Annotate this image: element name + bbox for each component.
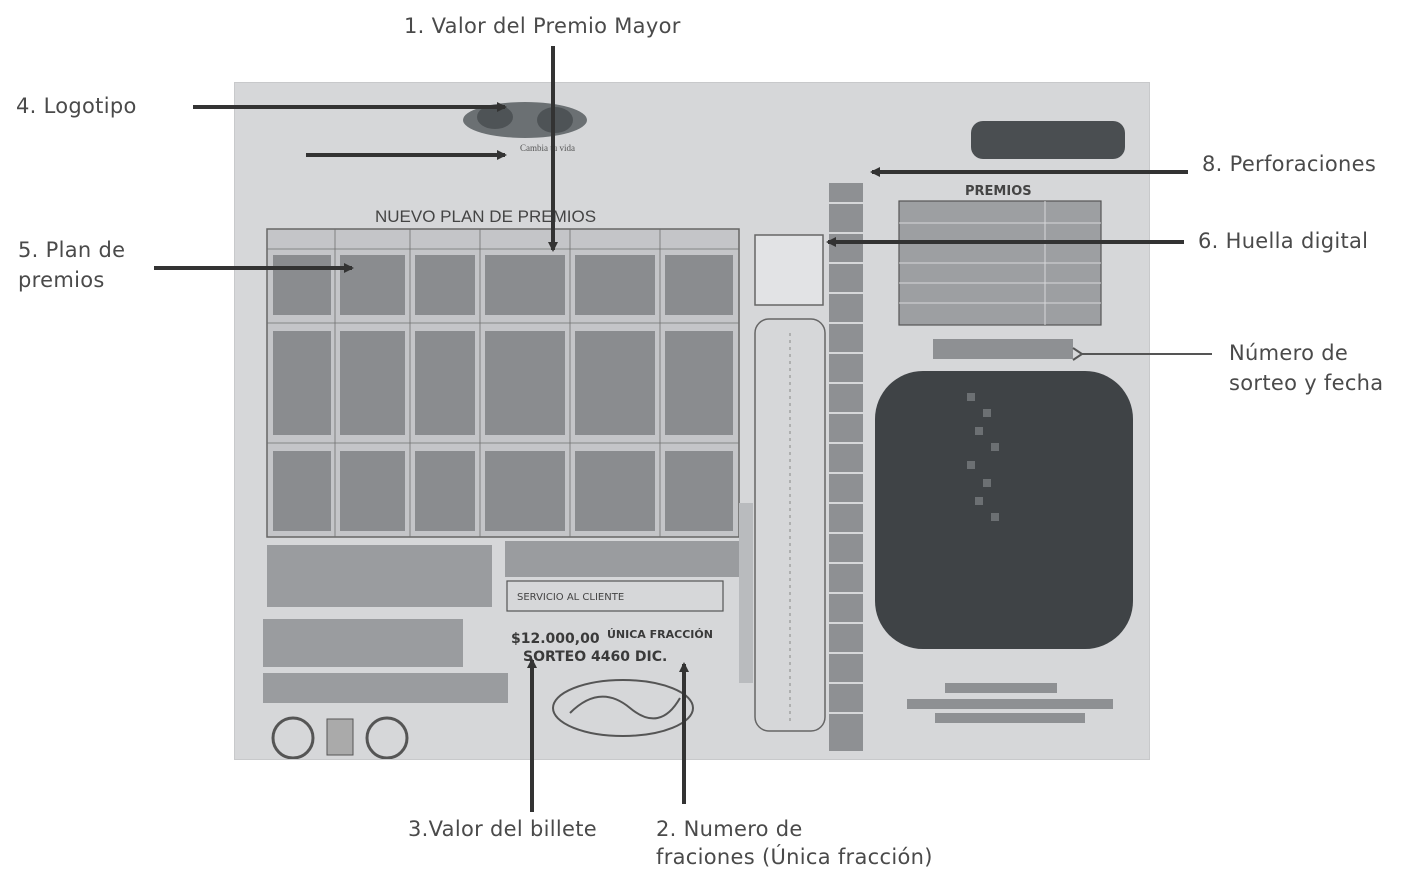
seal-icon xyxy=(271,716,315,760)
label-huella: 6. Huella digital xyxy=(1198,229,1369,253)
plan-title: NUEVO PLAN DE PREMIOS xyxy=(375,207,596,226)
ticket-sorteo: SORTEO 4460 DIC. xyxy=(523,649,667,665)
dark-panel xyxy=(875,371,1133,649)
label-sorteo-line2: sorteo y fecha xyxy=(1229,371,1384,395)
label-sorteo-line1: Número de xyxy=(1229,341,1349,365)
lottery-ticket-image: Cambia tu vida NUEVO PLAN DE PREMIOS xyxy=(234,82,1150,760)
label-perforaciones: 8. Perforaciones xyxy=(1202,152,1377,176)
label-plan-line1: 5. Plan de xyxy=(18,238,126,262)
label-premio-mayor: 1. Valor del Premio Mayor xyxy=(404,14,681,38)
premios-title: PREMIOS xyxy=(965,184,1032,199)
label-valor-billete: 3.Valor del billete xyxy=(408,817,597,841)
label-plan-line2: premios xyxy=(18,268,105,292)
label-fracciones-line1: 2. Numero de xyxy=(656,817,803,841)
ticket-price: $12.000,00 xyxy=(511,631,600,647)
servicio-text: SERVICIO AL CLIENTE xyxy=(517,592,624,603)
svg-text:Cambia tu vida: Cambia tu vida xyxy=(520,143,575,153)
label-fracciones-line2: fraciones (Única fracción) xyxy=(656,845,933,869)
ticket-fraction: ÚNICA FRACCIÓN xyxy=(607,628,713,641)
fingerprint-box xyxy=(754,234,824,306)
perforations xyxy=(829,183,863,751)
label-logotipo: 4. Logotipo xyxy=(16,94,137,118)
ticket-graphic: Cambia tu vida NUEVO PLAN DE PREMIOS xyxy=(263,102,1133,760)
